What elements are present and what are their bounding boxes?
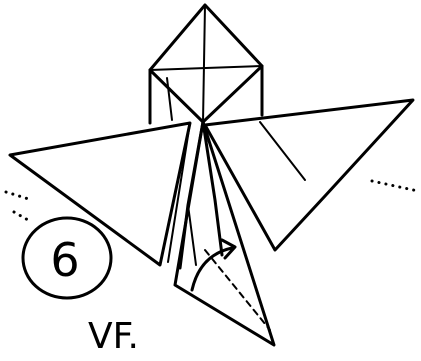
fold-label: VF. [88, 316, 139, 357]
lower-flap [175, 122, 274, 345]
step-number-badge: 6 [23, 218, 111, 298]
left-wing [10, 123, 190, 265]
step-number: 6 [50, 233, 79, 287]
curved-arrow-icon [192, 240, 235, 290]
head-diamond [150, 5, 262, 122]
back-body [150, 66, 262, 123]
